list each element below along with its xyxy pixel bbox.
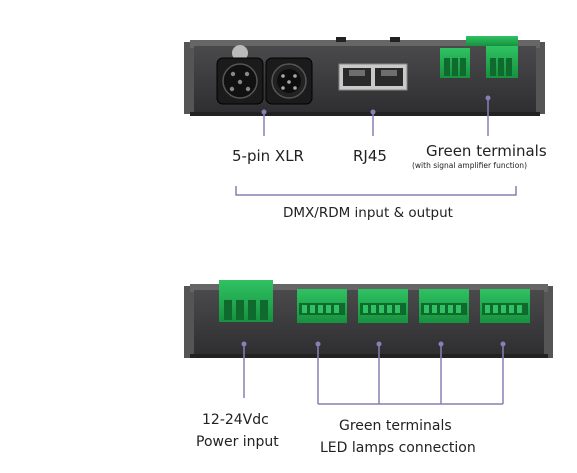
- top-lip: [190, 40, 540, 48]
- led-terminal-2: [358, 289, 408, 323]
- label-rj45: RJ45: [353, 147, 387, 165]
- leader-xlr-dot: [261, 109, 267, 115]
- label-green-terminals-note: (with signal amplifier function): [412, 161, 527, 170]
- label-xlr: 5-pin XLR: [232, 147, 304, 165]
- top-leader-lines: [235, 95, 517, 196]
- label-led-line2: LED lamps connection: [320, 440, 476, 456]
- rj45-ports: [338, 63, 408, 91]
- bottom-edge: [190, 354, 548, 358]
- label-power-line2: Power input: [196, 434, 279, 450]
- bottom-edge: [190, 112, 540, 116]
- top-green-terminal-right: [466, 36, 518, 78]
- top-knob-right: [390, 37, 400, 42]
- label-dmx-caption: DMX/RDM input & output: [283, 205, 453, 221]
- dmx-bracket: [235, 186, 517, 196]
- xlr-female-connector: [216, 45, 264, 105]
- led-terminal-1: [297, 289, 347, 323]
- label-power-line1: 12-24Vdc: [202, 412, 269, 428]
- latch-button: [232, 45, 248, 61]
- power-terminal: [219, 280, 273, 322]
- left-flange: [184, 42, 196, 114]
- led-terminal-3: [419, 289, 469, 323]
- leader-terminals-dot: [485, 95, 491, 101]
- leader-led-1-dot: [315, 341, 321, 347]
- bottom-device: [184, 280, 553, 358]
- top-knob-left: [336, 37, 346, 42]
- left-flange: [184, 286, 196, 358]
- label-green-terminals: Green terminals: [426, 142, 547, 160]
- bottom-leader-lines: [241, 341, 506, 405]
- leader-rj45-dot: [370, 109, 376, 115]
- top-green-terminal-left: [440, 48, 470, 78]
- led-terminal-4: [480, 289, 530, 323]
- label-led-line1: Green terminals: [339, 418, 452, 434]
- top-lip: [190, 284, 548, 292]
- leader-led-4-dot: [500, 341, 506, 347]
- leader-led-2-dot: [376, 341, 382, 347]
- top-device: [184, 36, 545, 116]
- xlr-male-connector: [265, 57, 313, 105]
- leader-power-dot: [241, 341, 247, 347]
- leader-led-3-dot: [438, 341, 444, 347]
